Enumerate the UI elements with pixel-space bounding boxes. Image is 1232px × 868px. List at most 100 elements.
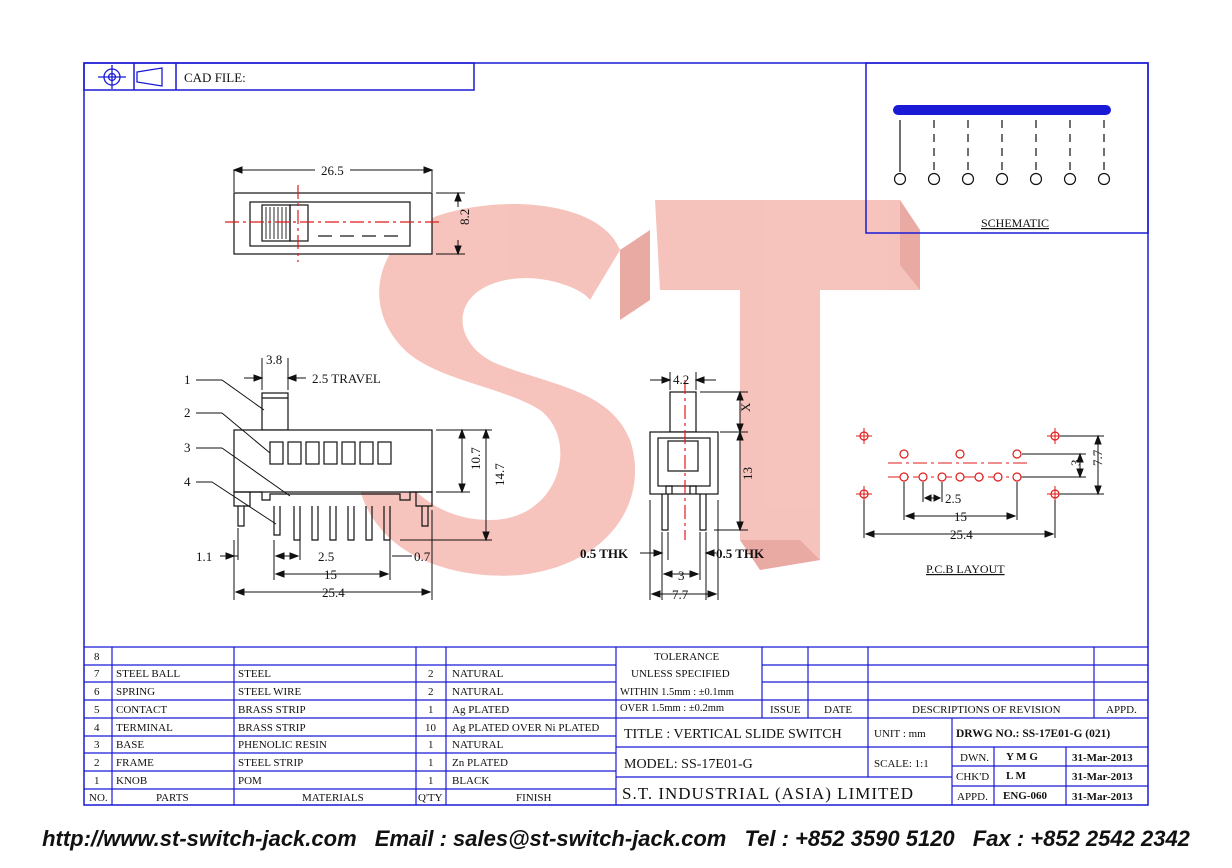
dim-knob-height: X <box>738 402 753 412</box>
bom-row-6-material: STEEL WIRE <box>238 686 302 698</box>
cad-file-label: CAD FILE: <box>184 70 246 85</box>
bom-row-3-material: PHENOLIC RESIN <box>238 739 327 751</box>
chkd-name: L M <box>1006 770 1026 782</box>
bom-header-parts: PARTS <box>156 792 189 804</box>
pcb-overall: 25.4 <box>950 527 973 542</box>
bom-row-4-part: TERMINAL <box>116 722 173 734</box>
cad-file-box <box>83 62 475 91</box>
bom-row-2-finish: Zn PLATED <box>452 757 508 769</box>
watermark-logo <box>360 200 920 576</box>
fax-text: Fax : +852 2542 2342 <box>972 826 1190 851</box>
dim-width: 26.5 <box>321 163 344 178</box>
callout-2: 2 <box>184 405 191 420</box>
pcb-layout <box>856 428 1063 502</box>
side-view <box>233 392 433 541</box>
pcb-dims <box>863 434 1104 538</box>
dim-pin-span: 15 <box>324 567 337 582</box>
dim-end-height: 13 <box>740 467 755 480</box>
bom-row-2-material: STEEL STRIP <box>238 757 303 769</box>
bom-row-3-part: BASE <box>116 739 144 751</box>
bom-header-no: NO. <box>89 792 108 804</box>
pcb-span: 15 <box>954 509 967 524</box>
dwn-label: DWN. <box>960 752 989 764</box>
bom-row-4-finish: Ag PLATED OVER Ni PLATED <box>452 722 599 734</box>
bom-row-2-part: FRAME <box>116 757 154 769</box>
email-link[interactable]: Email : sales@st-switch-jack.com <box>374 826 727 851</box>
bom-row-3-qty: 1 <box>428 739 434 751</box>
company-name: S.T. INDUSTRIAL (ASIA) LIMITED <box>622 784 914 803</box>
website-link[interactable]: http://www.st-switch-jack.com <box>42 826 357 851</box>
appd-date: 31-Mar-2013 <box>1072 791 1133 803</box>
callout-3: 3 <box>184 440 191 455</box>
dim-spacing: 3 <box>678 568 685 583</box>
model-number: MODEL: SS-17E01-G <box>624 757 753 772</box>
dim-pitch: 2.5 <box>318 549 334 564</box>
bom-row-6-qty: 2 <box>428 686 434 698</box>
drawing-number: DRWG NO.: SS-17E01-G (021) <box>956 728 1110 740</box>
dwn-date: 31-Mar-2013 <box>1072 752 1133 764</box>
dwn-name: Y M G <box>1006 751 1038 763</box>
bom-header-finish: FINISH <box>516 792 552 804</box>
schematic-diagram <box>893 105 1111 186</box>
bom-row-3-finish: NATURAL <box>452 739 504 751</box>
schematic-box <box>865 62 1149 234</box>
revision-appd: APPD. <box>1106 704 1137 716</box>
dim-offset: 1.1 <box>196 549 212 564</box>
bom-header-materials: MATERIALS <box>302 792 364 804</box>
appd-name: ENG-060 <box>1003 790 1048 802</box>
pcb-row-gap: 3 <box>1068 460 1083 467</box>
bom-row-5-no: 5 <box>94 704 100 716</box>
dim-overall: 25.4 <box>322 585 345 600</box>
pcb-height: 7.7 <box>1090 449 1105 466</box>
bom-row-6-finish: NATURAL <box>452 686 504 698</box>
pcb-pitch: 2.5 <box>945 491 961 506</box>
callout-1: 1 <box>184 372 191 387</box>
tolerance-within: WITHIN 1.5mm : ±0.1mm <box>620 687 734 698</box>
dim-end-width: 7.7 <box>672 587 689 602</box>
dim-total-height: 14.7 <box>492 463 507 486</box>
bom-row-3-no: 3 <box>94 739 100 751</box>
schematic-label: SCHEMATIC <box>981 216 1049 230</box>
side-view-dims <box>196 358 492 600</box>
bom-row-7-part: STEEL BALL <box>116 668 180 680</box>
bom-row-4-material: BRASS STRIP <box>238 722 306 734</box>
unit-label: UNIT : mm <box>874 728 926 740</box>
bom-row-7-material: STEEL <box>238 668 271 680</box>
contact-footer: http://www.st-switch-jack.com Email : sa… <box>0 826 1232 852</box>
tolerance-subtitle: UNLESS SPECIFIED <box>631 668 730 680</box>
end-view-dims <box>640 372 748 600</box>
chkd-date: 31-Mar-2013 <box>1072 771 1133 783</box>
bom-header-qty: Q'TY <box>418 792 443 804</box>
bom-row-1-qty: 1 <box>428 775 434 787</box>
bom-row-1-finish: BLACK <box>452 775 489 787</box>
dim-thickness: 0.7 <box>414 549 431 564</box>
projection-symbol-icon <box>98 65 163 89</box>
bom-row-6-no: 6 <box>94 686 100 698</box>
phone-text: Tel : +852 3590 5120 <box>744 826 955 851</box>
bom-row-7-no: 7 <box>94 668 100 680</box>
end-view <box>649 380 719 540</box>
dim-thk-right: 0.5 THK <box>716 546 765 561</box>
bom-table <box>84 646 1148 805</box>
bom-row-4-no: 4 <box>94 722 100 734</box>
bom-row-7-finish: NATURAL <box>452 668 504 680</box>
bom-row-7-qty: 2 <box>428 668 434 680</box>
bom-row-5-finish: Ag PLATED <box>452 704 509 716</box>
bom-row-4-qty: 10 <box>425 722 437 734</box>
dim-end-top: 4.2 <box>673 372 689 387</box>
revision-date: DATE <box>824 704 852 716</box>
bom-row-5-material: BRASS STRIP <box>238 704 306 716</box>
revision-description: DESCRIPTIONS OF REVISION <box>912 704 1061 716</box>
revision-issue: ISSUE <box>770 704 801 716</box>
drawing-title: TITLE : VERTICAL SLIDE SWITCH <box>624 727 842 742</box>
bom-row-5-qty: 1 <box>428 704 434 716</box>
appd-label: APPD. <box>957 791 988 803</box>
tolerance-title: TOLERANCE <box>654 651 719 663</box>
callout-4: 4 <box>184 474 191 489</box>
bom-row-2-qty: 1 <box>428 757 434 769</box>
dim-knob-width: 3.8 <box>266 352 282 367</box>
pcb-layout-label: P.C.B LAYOUT <box>926 562 1005 576</box>
scale-label: SCALE: 1:1 <box>874 758 929 770</box>
bom-row-2-no: 2 <box>94 757 100 769</box>
